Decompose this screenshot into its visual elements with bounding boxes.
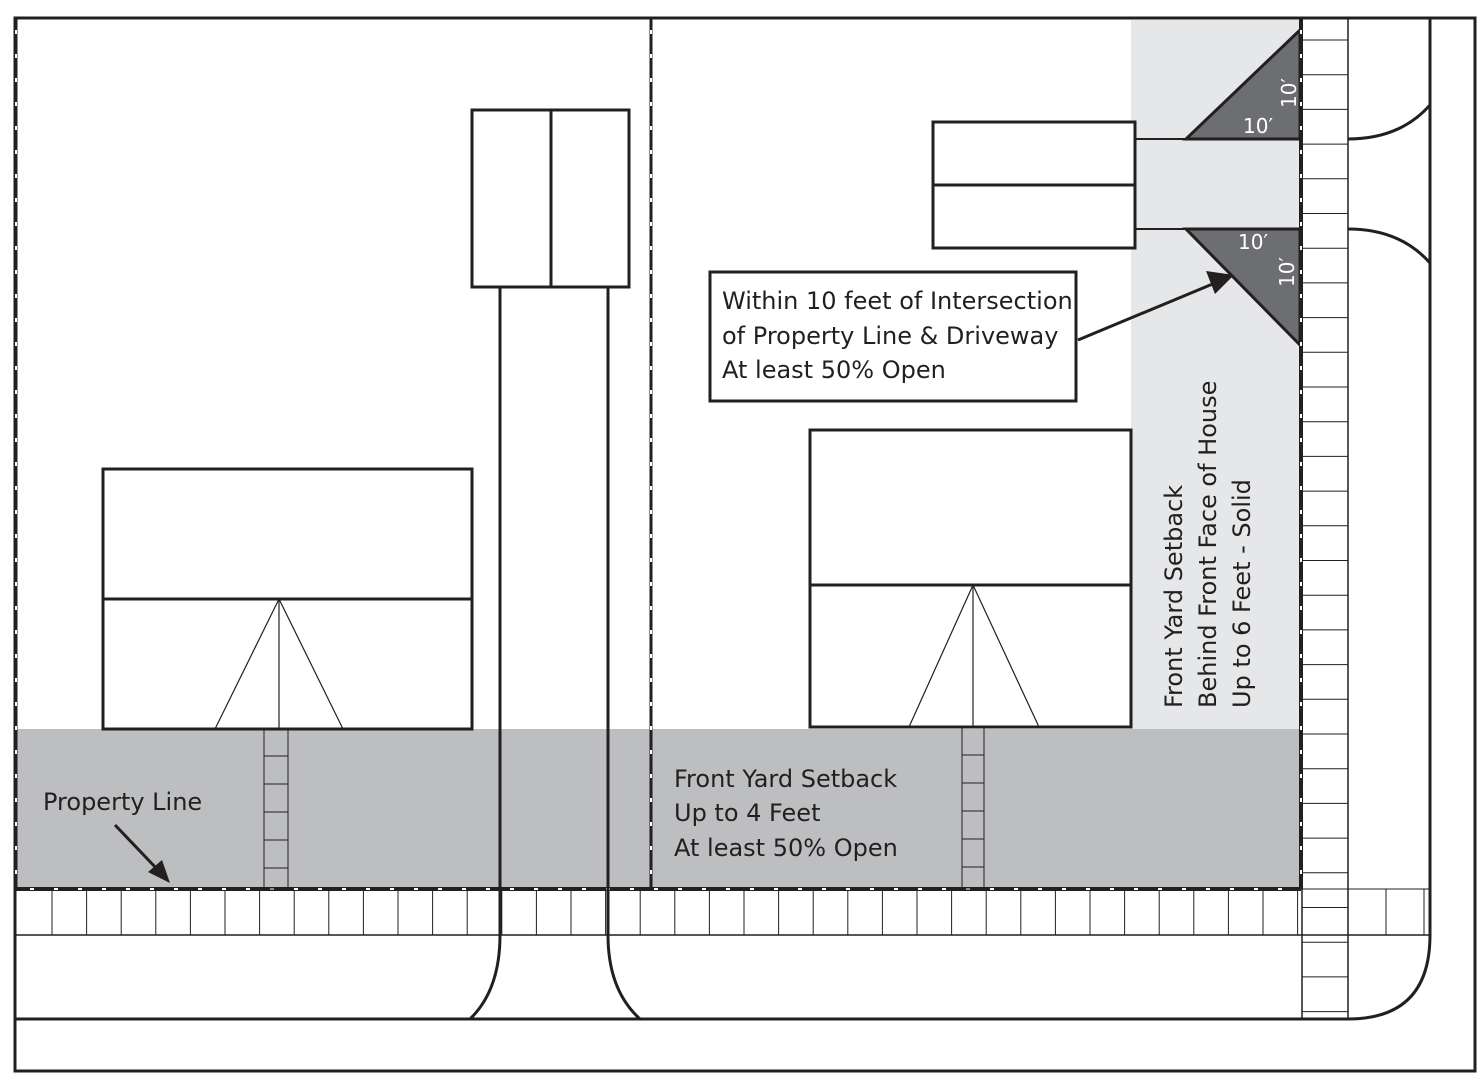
house-right-entry xyxy=(908,584,1040,728)
garage-right xyxy=(931,120,1137,250)
intersection-callout-line-2: of Property Line & Driveway xyxy=(722,322,1058,350)
house-left-entry xyxy=(214,598,344,730)
house-right xyxy=(808,428,1133,729)
side-setback-label: Front Yard Setback Behind Front Face of … xyxy=(1160,381,1256,708)
front-yard-setback-zone xyxy=(16,729,1301,889)
dimension-label-upper-v: 10′ xyxy=(1277,78,1301,108)
property-line-arrow xyxy=(113,823,170,883)
walkway-left xyxy=(263,728,289,890)
sidewalk-bottom xyxy=(15,888,1430,936)
sidewalk-right xyxy=(1301,18,1349,1019)
intersection-arrow xyxy=(1077,271,1234,342)
house-left xyxy=(101,467,474,731)
walkway-right xyxy=(961,726,985,890)
intersection-callout-box xyxy=(708,270,1078,403)
driveway-left xyxy=(468,287,642,1021)
dimension-label-upper-h: 10′ xyxy=(1243,114,1273,138)
road-corner-curve xyxy=(1347,18,1432,1021)
front-setback-line-2: Up to 4 Feet xyxy=(674,799,820,827)
front-setback-line-1: Front Yard Setback xyxy=(674,765,897,793)
property-lines xyxy=(14,16,1303,891)
dimension-label-lower-v: 10′ xyxy=(1275,257,1299,287)
driveway-right xyxy=(1135,104,1432,264)
dimension-label-lower-h: 10′ xyxy=(1238,230,1268,254)
garage-left xyxy=(470,108,631,289)
side-setback-line-3: Up to 6 Feet - Solid xyxy=(1228,479,1256,708)
side-setback-line-1: Front Yard Setback xyxy=(1160,485,1188,708)
intersection-callout-line-3: At least 50% Open xyxy=(722,356,946,384)
front-setback-line-3: At least 50% Open xyxy=(674,834,898,862)
property-line-label: Property Line xyxy=(43,788,202,816)
side-setback-line-2: Behind Front Face of House xyxy=(1194,381,1222,708)
intersection-callout-line-1: Within 10 feet of Intersection xyxy=(722,287,1073,315)
